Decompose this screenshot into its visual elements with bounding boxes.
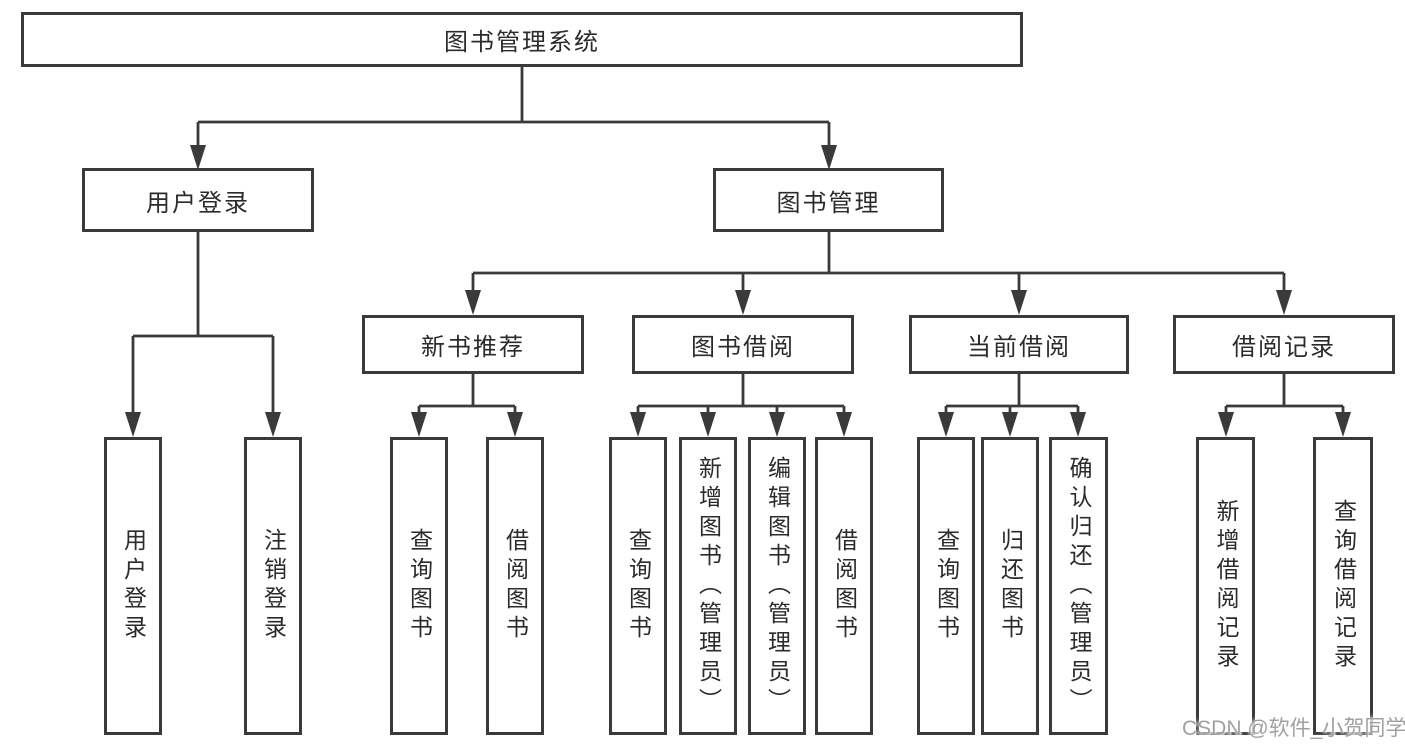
- leaf-borrowing-edit-books-admin: 编辑图书（管理员）: [748, 437, 806, 735]
- node-book-borrowing-label: 图书借阅: [691, 334, 795, 361]
- leaf-logout: 注销登录: [244, 437, 302, 735]
- leaf-records-add-record: 新增借阅记录: [1196, 437, 1255, 735]
- leaf-current-confirm-return-admin-label: 确认归还（管理员）: [1066, 455, 1092, 717]
- connector-book-mgmt-to-level2: [465, 232, 1292, 315]
- node-book-management: 图书管理: [713, 168, 944, 232]
- leaf-current-query-books-label: 查询图书: [933, 528, 960, 644]
- watermark-text: CSDN @软件_小贺同学: [1182, 717, 1405, 740]
- node-new-book-recommend: 新书推荐: [362, 315, 584, 374]
- leaf-borrowing-query-books: 查询图书: [609, 437, 667, 735]
- connector-book-borrowing-leaves: [630, 374, 852, 437]
- node-current-borrowing: 当前借阅: [909, 315, 1129, 374]
- connector-current-borrowing-leaves: [938, 374, 1086, 437]
- node-user-login: 用户登录: [82, 168, 314, 232]
- connector-root-to-level1: [190, 67, 837, 170]
- leaf-borrowing-borrow-books-label: 借阅图书: [831, 528, 858, 644]
- leaf-user-login-label: 用户登录: [120, 528, 147, 644]
- leaf-current-return-books-label: 归还图书: [997, 528, 1024, 644]
- leaf-current-query-books: 查询图书: [917, 437, 975, 735]
- node-current-borrowing-label: 当前借阅: [967, 334, 1071, 361]
- leaf-records-query-record: 查询借阅记录: [1313, 437, 1373, 735]
- leaf-records-query-record-label: 查询借阅记录: [1330, 499, 1357, 673]
- leaf-borrowing-add-books-admin-label: 新增图书（管理员）: [695, 455, 722, 717]
- leaf-newbook-borrow-books-label: 借阅图书: [502, 528, 529, 644]
- leaf-newbook-query-books-label: 查询图书: [406, 528, 433, 644]
- leaf-borrowing-borrow-books: 借阅图书: [815, 437, 873, 735]
- leaf-newbook-query-books: 查询图书: [390, 437, 448, 735]
- leaf-current-confirm-return-admin: 确认归还（管理员）: [1049, 437, 1108, 735]
- connector-user-login-leaves: [125, 232, 281, 437]
- connector-new-book-leaves: [411, 374, 523, 437]
- leaf-current-return-books: 归还图书: [981, 437, 1039, 735]
- leaf-borrowing-add-books-admin: 新增图书（管理员）: [679, 437, 737, 735]
- connector-borrowing-records-leaves: [1218, 374, 1351, 437]
- leaf-borrowing-edit-books-admin-label: 编辑图书（管理员）: [764, 455, 791, 717]
- leaf-user-login: 用户登录: [104, 437, 162, 735]
- node-book-borrowing: 图书借阅: [632, 315, 854, 374]
- node-root-label: 图书管理系统: [444, 29, 600, 56]
- node-borrowing-records: 借阅记录: [1173, 315, 1395, 374]
- leaf-borrowing-query-books-label: 查询图书: [625, 528, 652, 644]
- leaf-newbook-borrow-books: 借阅图书: [486, 437, 544, 735]
- node-borrowing-records-label: 借阅记录: [1232, 334, 1336, 361]
- leaf-logout-label: 注销登录: [260, 528, 287, 644]
- node-book-management-label: 图书管理: [776, 189, 881, 217]
- leaf-records-add-record-label: 新增借阅记录: [1213, 499, 1239, 673]
- node-root: 图书管理系统: [21, 12, 1023, 67]
- node-new-book-recommend-label: 新书推荐: [421, 334, 525, 361]
- node-user-login-label: 用户登录: [146, 189, 250, 217]
